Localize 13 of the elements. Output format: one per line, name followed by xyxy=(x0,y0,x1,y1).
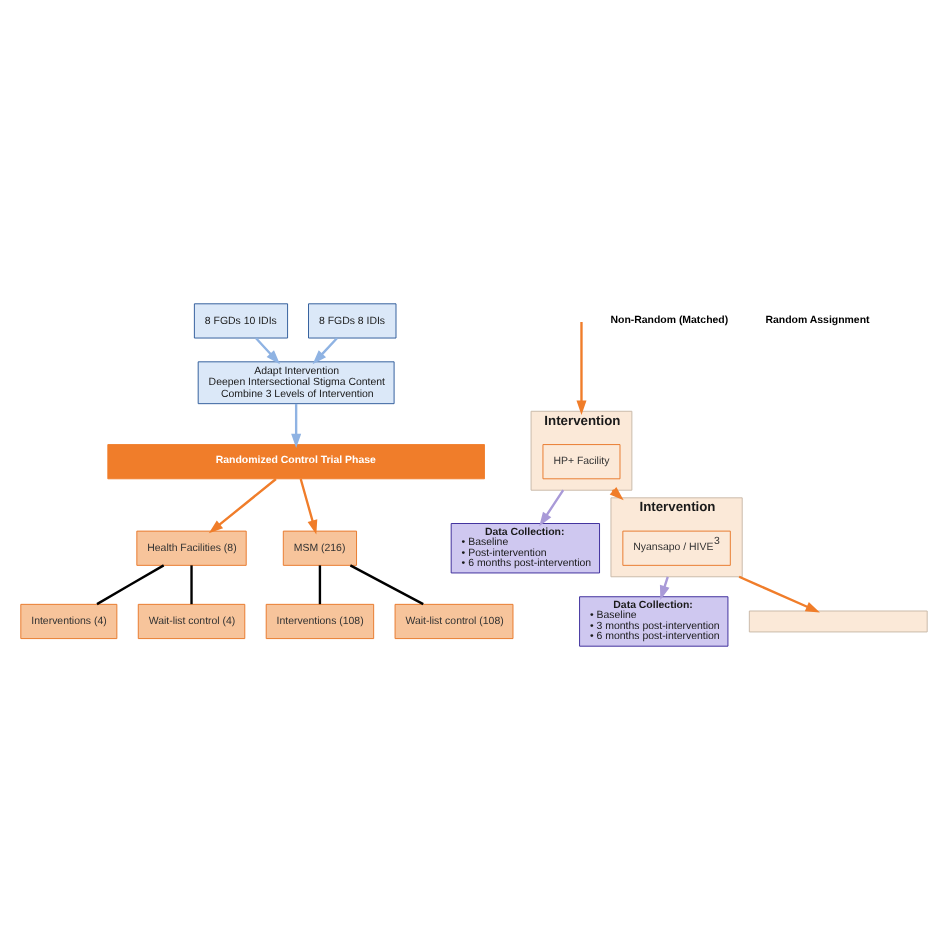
arrow xyxy=(291,402,302,448)
arrow xyxy=(312,336,338,364)
arrow xyxy=(255,336,280,364)
node-box xyxy=(748,609,928,632)
arrow xyxy=(299,477,318,534)
arrow xyxy=(738,574,820,612)
arrow xyxy=(539,488,565,526)
arrow xyxy=(208,477,277,533)
connector xyxy=(96,563,165,605)
connector xyxy=(318,564,322,604)
arrow xyxy=(576,321,587,414)
connector xyxy=(349,563,424,605)
connector xyxy=(190,564,193,604)
